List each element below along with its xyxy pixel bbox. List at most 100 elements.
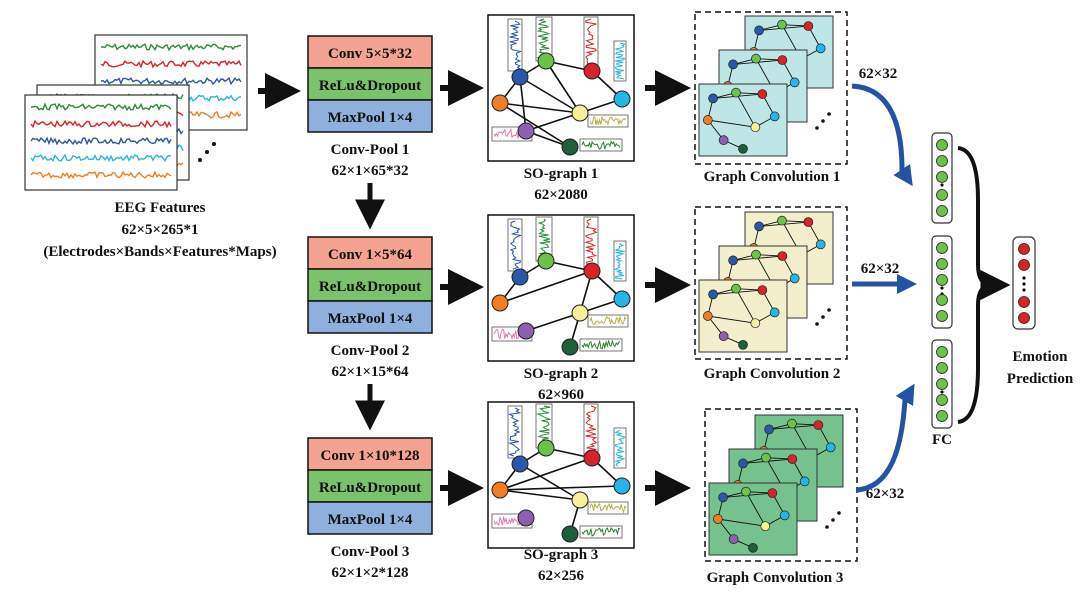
graph-node (757, 89, 768, 99)
graph-node (491, 481, 509, 499)
graph-node (708, 93, 718, 104)
graph-node (750, 122, 761, 133)
graph-edge (499, 457, 593, 491)
graph-conv-name: Graph Convolution 2 (704, 366, 841, 382)
signal-trace (613, 242, 625, 280)
graph-node (815, 239, 826, 250)
graph-node (561, 138, 579, 156)
graph-node (583, 62, 601, 80)
signal-trace (585, 18, 597, 70)
graph-node (803, 21, 814, 31)
graph-node (712, 514, 723, 524)
graph-edge (525, 312, 581, 332)
conv-pool-dims: 62×1×65*32 (331, 163, 408, 179)
graph-edge (735, 92, 756, 128)
signal-panel (507, 218, 523, 272)
graph-node (787, 454, 798, 464)
so-graph-dims: 62×2080 (534, 187, 588, 203)
signal-trace (537, 218, 551, 260)
graph-node (813, 420, 824, 430)
graph-node (613, 90, 631, 108)
graph-node (799, 476, 810, 487)
output-neuron (1018, 259, 1030, 271)
fc-neuron (936, 378, 948, 390)
fc-neuron (936, 394, 948, 406)
graph-node (738, 458, 748, 469)
graph-node (537, 52, 555, 70)
graph-node (731, 87, 741, 98)
so-graph-name: SO-graph 2 (524, 366, 599, 382)
graph-node (517, 322, 535, 340)
output-label-line2: Prediction (1007, 371, 1074, 387)
eeg-trace (30, 102, 172, 112)
fc-neuron (936, 310, 948, 322)
fc-layer (931, 132, 953, 429)
so-graph-1 (487, 14, 635, 162)
conv-label: Conv 1×5*64 (328, 247, 412, 263)
eeg-trace (100, 43, 242, 52)
eeg-trace (100, 76, 242, 86)
eeg-trace (30, 119, 172, 129)
conv-pool-block-3: Conv 1×10*128 ReLu&Dropout MaxPool 1×4 C… (307, 437, 433, 581)
graph-node (571, 304, 589, 322)
graph-node (751, 249, 761, 260)
graph-node (789, 77, 800, 88)
graph-node (751, 53, 761, 64)
graph-node (815, 43, 826, 54)
output-neuron (1018, 312, 1030, 324)
graph-node (741, 486, 751, 497)
fc-dot (940, 286, 944, 290)
gc-output-dims: 62×32 (861, 261, 900, 277)
pool-label: MaxPool 1×4 (328, 110, 413, 126)
so-graph-2 (487, 214, 635, 362)
eeg-axes: (Electrodes×Bands×Features*Maps) (43, 244, 276, 260)
fc-neuron (936, 346, 948, 358)
so-graph-dims: 62×960 (538, 387, 584, 403)
signal-trace (589, 502, 627, 514)
relu-label: ReLu&Dropout (319, 78, 421, 94)
signal-trace (507, 407, 522, 457)
graph-node (738, 339, 748, 350)
eeg-title: EEG Features (115, 200, 206, 216)
graph-node (511, 455, 529, 473)
blue-flow-arrow (851, 83, 913, 187)
graph-edge (499, 102, 581, 114)
graph-node (787, 418, 797, 429)
graph-node (754, 25, 764, 36)
so-graph-name: SO-graph 3 (524, 547, 599, 563)
eeg-signal-sheet (24, 94, 178, 191)
fc-neuron (936, 139, 948, 151)
fc-neuron (936, 189, 948, 201)
graph-node (731, 283, 741, 294)
graph-node (748, 542, 758, 553)
fc-neuron (936, 274, 948, 286)
graph-edge (545, 60, 581, 114)
graph-node (718, 135, 729, 146)
graph-node (777, 215, 787, 226)
ellipsis-dot (815, 126, 819, 130)
gc-output-dims: 62×32 (859, 66, 898, 82)
graph-node (728, 255, 738, 266)
graph-node (769, 307, 780, 318)
conv-pool-dims: 62×1×15*64 (331, 364, 409, 380)
graph-edge (519, 76, 527, 132)
fc-neuron (936, 294, 948, 306)
eeg-trace (100, 59, 242, 69)
graph-node (491, 294, 509, 312)
fc-dot (940, 183, 944, 187)
output-dot (1022, 288, 1026, 292)
fc-neuron (936, 205, 948, 217)
graph-node (708, 289, 718, 300)
graph-node (491, 94, 509, 112)
conv-pool-block-2: Conv 1×5*64 ReLu&Dropout MaxPool 1×4 Con… (307, 236, 433, 380)
output-neuron (1018, 243, 1030, 255)
graph-edge (499, 485, 623, 491)
graph-node (764, 424, 774, 435)
pool-label: MaxPool 1×4 (328, 311, 413, 327)
graph-conv-name: Graph Convolution 1 (704, 169, 841, 185)
graph-edge (519, 76, 581, 114)
ellipsis-dots (198, 142, 216, 162)
graph-node (511, 68, 529, 86)
graph-node (754, 221, 764, 232)
